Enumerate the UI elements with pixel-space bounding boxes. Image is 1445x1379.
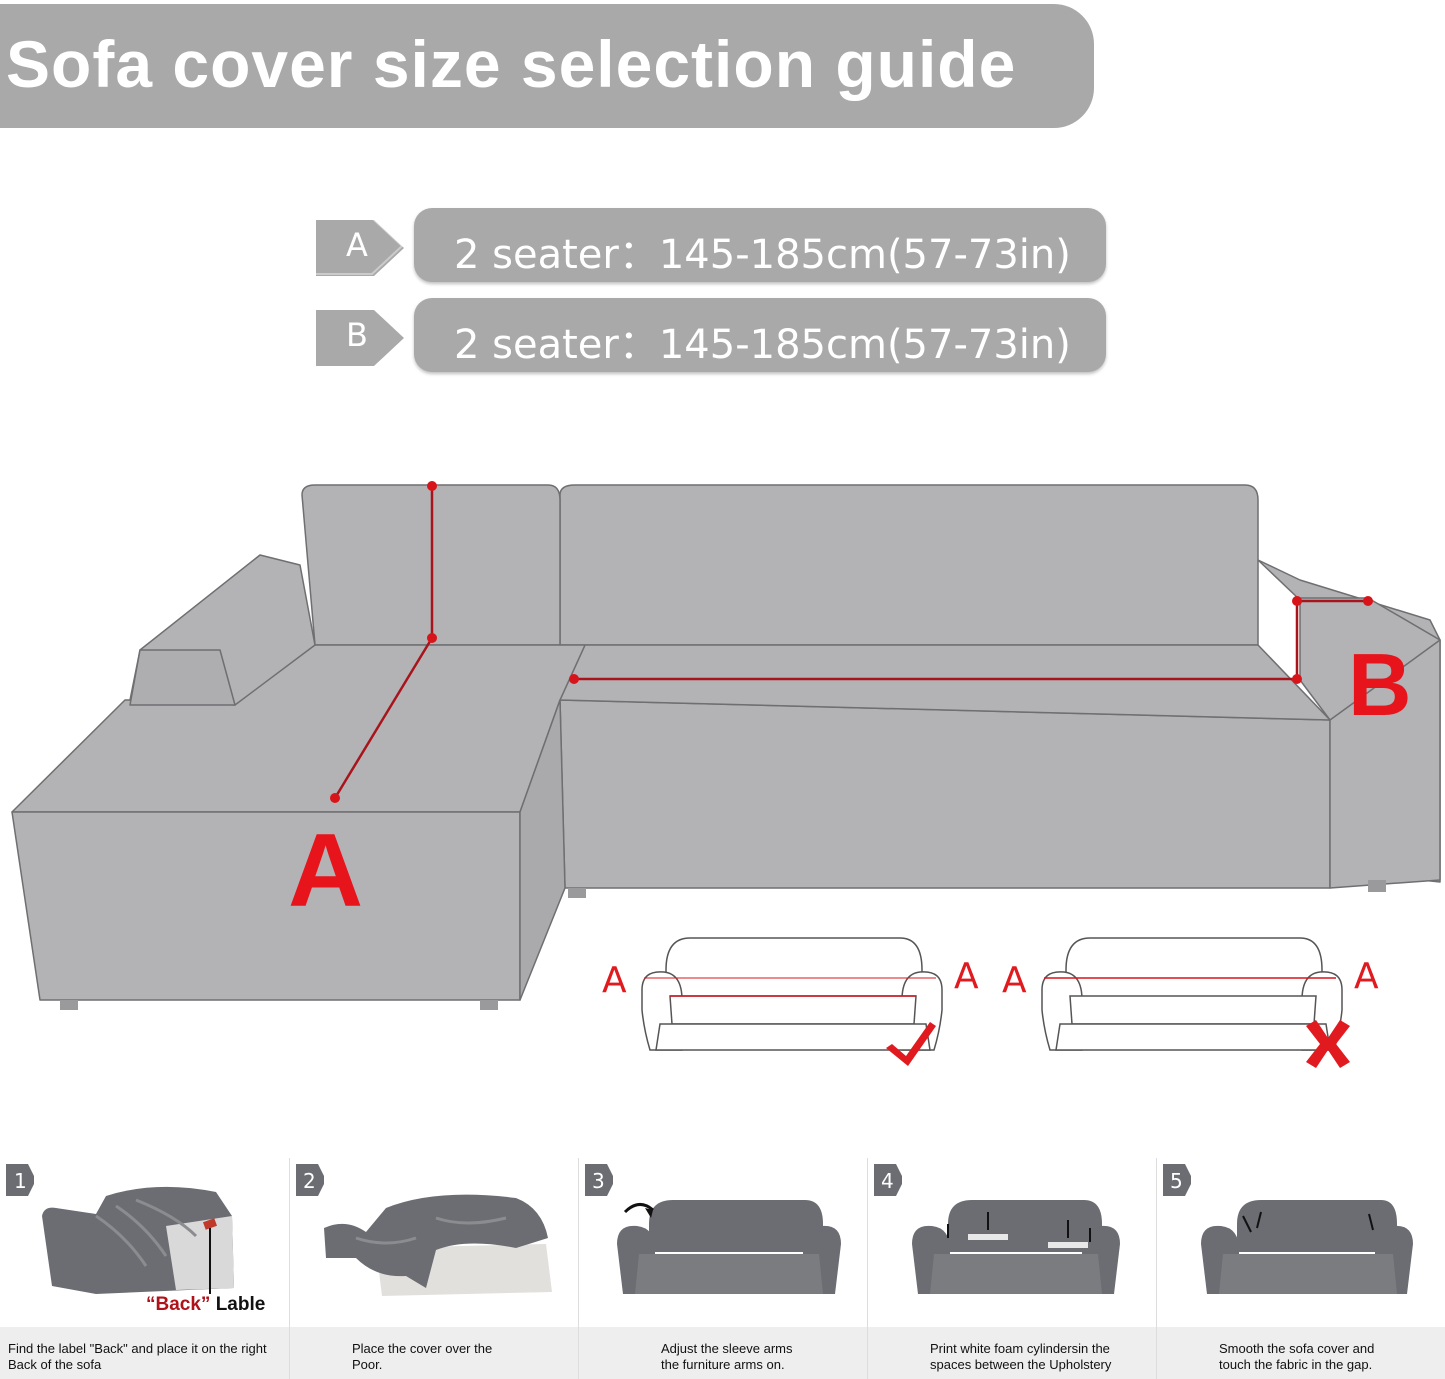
correct-right-label: A: [954, 956, 979, 997]
svg-text:1: 1: [14, 1169, 27, 1193]
size-pill-b: 2 seater：145-185cm(57-73in): [414, 298, 1106, 372]
diagram-label-b: B: [1348, 635, 1412, 734]
step-3-badge-icon: 3: [585, 1164, 613, 1196]
wrong-left-label: A: [1002, 960, 1027, 1001]
arrow-tag-b-icon: B: [316, 308, 404, 366]
step-4-badge-icon: 4: [874, 1164, 902, 1196]
l-sofa-illustration: [11, 481, 1441, 1010]
size-text-a: 2 seater：145-185cm(57-73in): [454, 232, 1071, 278]
step-1-caption-line1: Find the label "Back" and place it on th…: [8, 1341, 267, 1356]
step-4-caption-line2: spaces between the Upholstery: [930, 1357, 1112, 1372]
svg-text:3: 3: [592, 1169, 605, 1193]
svg-text:4: 4: [881, 1169, 894, 1193]
step-1-caption: Find the label "Back" and place it on th…: [0, 1327, 289, 1379]
step-3-illustration: [617, 1200, 841, 1294]
step-2-illustration: [324, 1194, 552, 1296]
step-1: 1 “Back” Lable Find the label "Back" and…: [0, 1158, 289, 1379]
step-2-caption-line2: Poor.: [352, 1357, 383, 1372]
diagram-label-a: A: [288, 813, 364, 929]
page-title: Sofa cover size selection guide: [6, 27, 1017, 101]
back-label-suffix: Lable: [210, 1294, 266, 1315]
arrow-tag-a-icon: A: [316, 218, 404, 276]
correct-left-label: A: [602, 960, 627, 1001]
step-4-caption-line1: Print white foam cylindersin the: [930, 1341, 1110, 1356]
step-4: 4 Print white foam cylindersin the space…: [867, 1158, 1157, 1379]
step-5-illustration: [1201, 1200, 1413, 1294]
size-tag-b: B: [346, 316, 368, 354]
size-text-b: 2 seater：145-185cm(57-73in): [454, 322, 1071, 368]
step-3-caption-line2: the furniture arms on.: [661, 1357, 785, 1372]
step-2-badge-icon: 2: [296, 1164, 324, 1196]
correct-measure-sofa: [641, 937, 943, 1066]
step-5: 5 Smooth the sofa cover and touch the fa…: [1156, 1158, 1445, 1379]
step-1-badge-icon: 1: [6, 1164, 34, 1196]
step-4-caption: Print white foam cylindersin the spaces …: [868, 1327, 1157, 1379]
step-4-illustration: [912, 1200, 1120, 1294]
step-5-badge-icon: 5: [1163, 1164, 1191, 1196]
step-1-illustration: [42, 1186, 234, 1294]
step-5-caption-line1: Smooth the sofa cover and: [1219, 1341, 1375, 1356]
step-3-caption: Adjust the sleeve arms the furniture arm…: [579, 1327, 868, 1379]
svg-text:5: 5: [1170, 1169, 1183, 1193]
title-banner: Sofa cover size selection guide: [0, 4, 1094, 128]
wrong-right-label: A: [1354, 956, 1379, 997]
installation-steps: 1 “Back” Lable Find the label "Back" and…: [0, 1158, 1445, 1379]
size-pill-a: 2 seater：145-185cm(57-73in): [414, 208, 1106, 282]
step-2-caption-line1: Place the cover over the: [352, 1341, 493, 1356]
back-label-tag: “Back” Lable: [146, 1294, 265, 1316]
size-row-a: A 2 seater：145-185cm(57-73in): [316, 208, 1108, 288]
step-3-caption-line1: Adjust the sleeve arms: [661, 1341, 793, 1356]
step-2: 2 Place the cover over the Poor.: [289, 1158, 579, 1379]
step-3: 3 Adjust the sleeve arms the furniture a…: [578, 1158, 868, 1379]
wrong-measure-sofa: [1041, 937, 1350, 1068]
step-5-caption-line2: touch the fabric in the gap.: [1219, 1357, 1373, 1372]
back-label-prefix: “Back”: [146, 1294, 211, 1315]
step-2-caption: Place the cover over the Poor.: [290, 1327, 579, 1379]
step-1-caption-line2: Back of the sofa: [8, 1357, 102, 1372]
step-5-caption: Smooth the sofa cover and touch the fabr…: [1157, 1327, 1445, 1379]
svg-text:2: 2: [303, 1169, 316, 1193]
size-tag-a: A: [346, 226, 368, 264]
size-row-b: B 2 seater：145-185cm(57-73in): [316, 298, 1108, 378]
